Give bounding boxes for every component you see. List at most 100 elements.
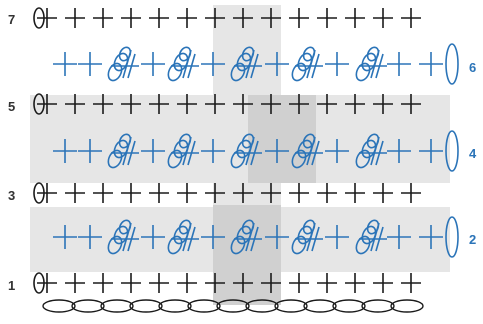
single-crochet-cross: [261, 273, 281, 293]
bullion-puff-stitch: [355, 219, 387, 255]
single-crochet-cross: [419, 139, 443, 163]
single-crochet-cross: [37, 183, 57, 203]
chain-oval: [390, 299, 424, 313]
bullion-puff-stitch: [291, 46, 323, 82]
single-crochet-cross: [149, 273, 169, 293]
single-crochet-cross: [373, 273, 393, 293]
single-crochet-cross: [317, 183, 337, 203]
row-label-2: 2: [469, 232, 476, 247]
bullion-puff-stitch: [167, 133, 199, 169]
single-crochet-cross: [177, 183, 197, 203]
repeat-shading: [30, 5, 450, 305]
chain-oval: [187, 299, 221, 313]
single-crochet-cross: [345, 273, 365, 293]
single-crochet-cross: [177, 273, 197, 293]
row-label-7: 7: [8, 12, 15, 27]
row-label-4: 4: [469, 146, 477, 161]
single-crochet-cross: [93, 8, 113, 28]
single-crochet-cross: [289, 94, 309, 114]
chain-oval: [71, 299, 105, 313]
single-crochet-cross: [37, 273, 57, 293]
bullion-puff-stitch: [230, 219, 262, 255]
single-crochet-cross: [78, 52, 102, 76]
single-crochet-cross: [289, 183, 309, 203]
single-crochet-cross: [325, 139, 349, 163]
single-crochet-cross: [233, 273, 253, 293]
single-crochet-cross: [373, 8, 393, 28]
single-crochet-cross: [419, 52, 443, 76]
chain-oval: [216, 299, 250, 313]
single-crochet-cross: [317, 94, 337, 114]
chain-oval: [158, 299, 192, 313]
single-crochet-cross: [149, 8, 169, 28]
stitch-symbols: [33, 7, 459, 313]
chain-oval: [332, 299, 366, 313]
shade-block: [248, 95, 316, 183]
single-crochet-cross: [265, 52, 289, 76]
bullion-puff-stitch: [291, 133, 323, 169]
single-crochet-cross: [37, 8, 57, 28]
single-crochet-cross: [201, 225, 225, 249]
single-crochet-cross: [205, 273, 225, 293]
chain-oval: [274, 299, 308, 313]
single-crochet-cross: [65, 8, 85, 28]
single-crochet-cross: [121, 94, 141, 114]
bullion-puff-stitch: [167, 219, 199, 255]
turning-chain-loop: [445, 43, 459, 85]
single-crochet-cross: [261, 8, 281, 28]
chain-oval: [361, 299, 395, 313]
chain-oval: [129, 299, 163, 313]
single-crochet-cross: [289, 8, 309, 28]
single-crochet-cross: [201, 139, 225, 163]
single-crochet-cross: [177, 94, 197, 114]
single-crochet-cross: [121, 8, 141, 28]
single-crochet-cross: [401, 8, 421, 28]
single-crochet-cross: [177, 8, 197, 28]
single-crochet-cross: [78, 225, 102, 249]
single-crochet-cross: [289, 273, 309, 293]
single-crochet-cross: [317, 8, 337, 28]
single-crochet-cross: [233, 183, 253, 203]
row-label-6: 6: [469, 60, 476, 75]
single-crochet-cross: [317, 273, 337, 293]
single-crochet-cross: [325, 225, 349, 249]
single-crochet-cross: [78, 139, 102, 163]
row-labels: 7 5 3 1 6 4 2: [8, 12, 477, 293]
turning-chain-loop: [445, 130, 459, 172]
chain-oval: [303, 299, 337, 313]
single-crochet-cross: [141, 225, 165, 249]
single-crochet-cross: [233, 94, 253, 114]
single-crochet-cross: [65, 94, 85, 114]
single-crochet-cross: [141, 52, 165, 76]
single-crochet-cross: [53, 139, 77, 163]
single-crochet-cross: [65, 273, 85, 293]
bullion-puff-stitch: [107, 219, 139, 255]
single-crochet-cross: [401, 183, 421, 203]
single-crochet-cross: [201, 52, 225, 76]
single-crochet-cross: [325, 52, 349, 76]
single-crochet-cross: [261, 94, 281, 114]
bullion-puff-stitch: [355, 46, 387, 82]
row-label-3: 3: [8, 188, 15, 203]
single-crochet-cross: [93, 94, 113, 114]
single-crochet-cross: [205, 183, 225, 203]
single-crochet-cross: [265, 139, 289, 163]
single-crochet-cross: [93, 183, 113, 203]
single-crochet-cross: [233, 8, 253, 28]
bullion-puff-stitch: [230, 133, 262, 169]
single-crochet-cross: [205, 94, 225, 114]
single-crochet-cross: [265, 225, 289, 249]
single-crochet-cross: [401, 273, 421, 293]
bullion-puff-stitch: [291, 219, 323, 255]
single-crochet-cross: [141, 139, 165, 163]
chain-oval: [245, 299, 279, 313]
single-crochet-cross: [121, 273, 141, 293]
single-crochet-cross: [261, 183, 281, 203]
chain-oval: [100, 299, 134, 313]
bullion-puff-stitch: [107, 133, 139, 169]
single-crochet-cross: [53, 225, 77, 249]
single-crochet-cross: [37, 94, 57, 114]
single-crochet-cross: [53, 52, 77, 76]
row-label-5: 5: [8, 99, 15, 114]
